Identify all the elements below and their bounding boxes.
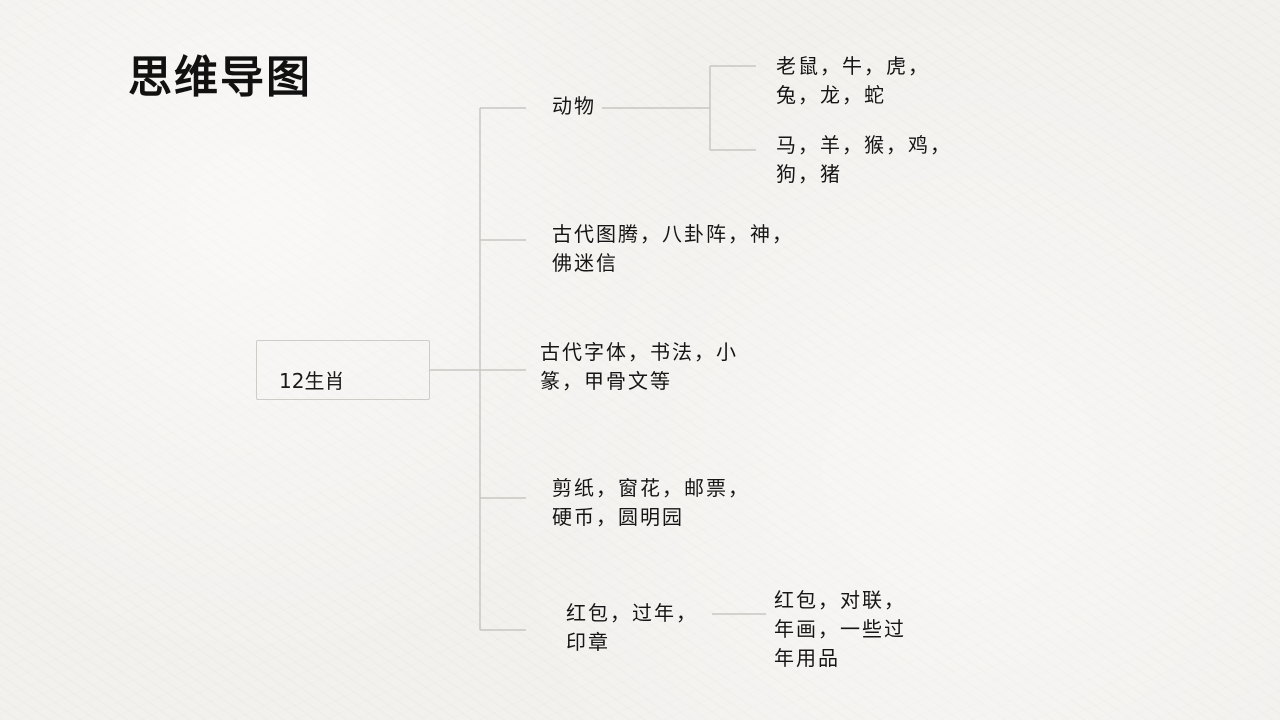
- branch-newyear-line-2: 印章: [566, 630, 610, 654]
- animals-leaf-1-line-2: 兔，龙，蛇: [776, 83, 886, 107]
- branch-totem: 古代图腾，八卦阵，神， 佛迷信: [552, 220, 794, 278]
- animals-leaf-1-line-1: 老鼠，牛，虎，: [776, 54, 930, 78]
- branch-animals-label: 动物: [552, 94, 596, 118]
- animals-leaf-1: 老鼠，牛，虎， 兔，龙，蛇: [776, 52, 930, 110]
- branch-totem-line-1: 古代图腾，八卦阵，神，: [552, 222, 794, 246]
- branch-script-line-2: 篆，甲骨文等: [540, 369, 672, 393]
- branch-animals: 动物: [552, 92, 596, 121]
- animals-leaf-2: 马，羊，猴，鸡， 狗，猪: [776, 131, 952, 189]
- page-title: 思维导图: [128, 52, 312, 103]
- branch-papercut-line-1: 剪纸，窗花，邮票，: [552, 476, 750, 500]
- root-label: 12生肖: [279, 369, 345, 393]
- branch-newyear-line-1: 红包，过年，: [566, 601, 698, 625]
- branch-papercut-line-2: 硬币，圆明园: [552, 505, 684, 529]
- branch-script: 古代字体，书法，小 篆，甲骨文等: [540, 338, 738, 396]
- newyear-leaf-line-2: 年画，一些过: [774, 617, 906, 641]
- animals-leaf-2-line-2: 狗，猪: [776, 162, 842, 186]
- newyear-leaf-line-3: 年用品: [774, 646, 840, 670]
- branch-totem-line-2: 佛迷信: [552, 251, 618, 275]
- branch-script-line-1: 古代字体，书法，小: [540, 340, 738, 364]
- newyear-leaf: 红包，对联， 年画，一些过 年用品: [774, 586, 906, 673]
- branch-papercut: 剪纸，窗花，邮票， 硬币，圆明园: [552, 474, 750, 532]
- newyear-leaf-line-1: 红包，对联，: [774, 588, 906, 612]
- animals-leaf-2-line-1: 马，羊，猴，鸡，: [776, 133, 952, 157]
- root-node: 12生肖: [256, 340, 430, 400]
- branch-newyear: 红包，过年， 印章: [566, 599, 698, 657]
